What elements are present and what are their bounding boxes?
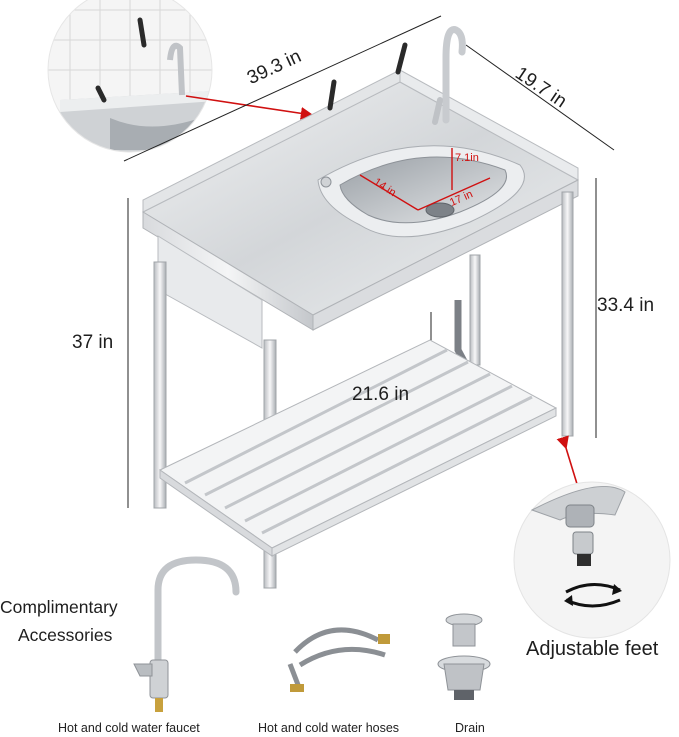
- adjustable-foot-detail: [513, 481, 671, 639]
- hoses-accessory-image: [287, 627, 390, 692]
- knife-rack: [327, 42, 408, 111]
- total-height-label: 37 in: [72, 332, 114, 353]
- adjustable-feet-label: Adjustable feet: [526, 638, 659, 660]
- back-height-label: 33.4 in: [597, 295, 655, 316]
- drain-accessory-image: [437, 613, 491, 700]
- sink-bowl: [317, 145, 525, 238]
- accessories-heading-line2: Accessories: [18, 625, 113, 645]
- bowl-depth-label: 7.1in: [455, 152, 479, 164]
- drain-caption: Drain: [455, 721, 485, 735]
- faucet-accessory-image: [133, 556, 240, 712]
- inset-pointer-arrow: [185, 95, 314, 120]
- bowl-dimension-arrows: [359, 148, 491, 211]
- inset-detail-image: [47, 0, 213, 153]
- installed-faucet: [432, 26, 466, 125]
- lower-shelf: [159, 339, 558, 557]
- accessories-heading-line1: Complimentary: [0, 597, 118, 617]
- shelf-height-label: 21.6 in: [352, 384, 410, 405]
- hoses-caption: Hot and cold water hoses: [258, 721, 400, 735]
- accessories-heading: Complimentary Accessories: [0, 593, 136, 649]
- faucet-caption: Hot and cold water faucet: [58, 721, 200, 735]
